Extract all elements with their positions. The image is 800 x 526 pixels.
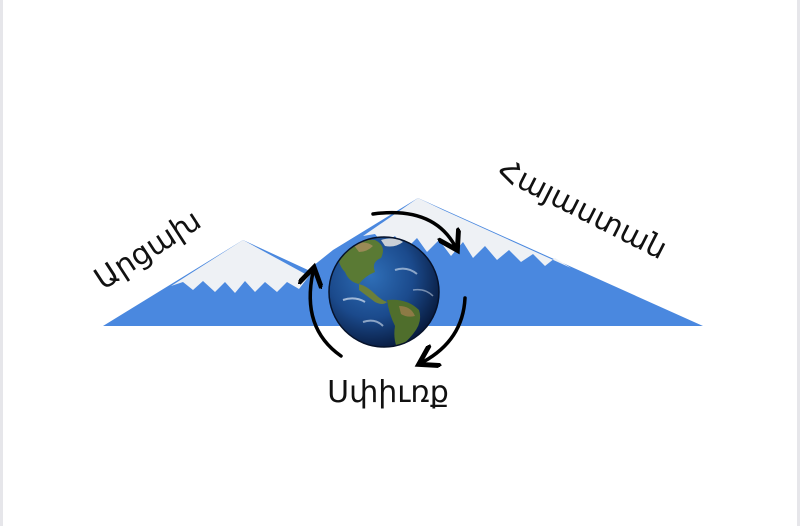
earth-globe-icon xyxy=(328,236,440,348)
arrow-top xyxy=(371,210,455,246)
arrow-left xyxy=(310,272,343,358)
circular-arrows-icon xyxy=(310,210,467,362)
label-bottom: Սփիւռք xyxy=(327,375,449,410)
left-peak-snow xyxy=(171,240,309,293)
diagram-svg: Արցախ Հայաստան Սփիւռք xyxy=(88,152,703,410)
arrow-right xyxy=(423,296,467,362)
